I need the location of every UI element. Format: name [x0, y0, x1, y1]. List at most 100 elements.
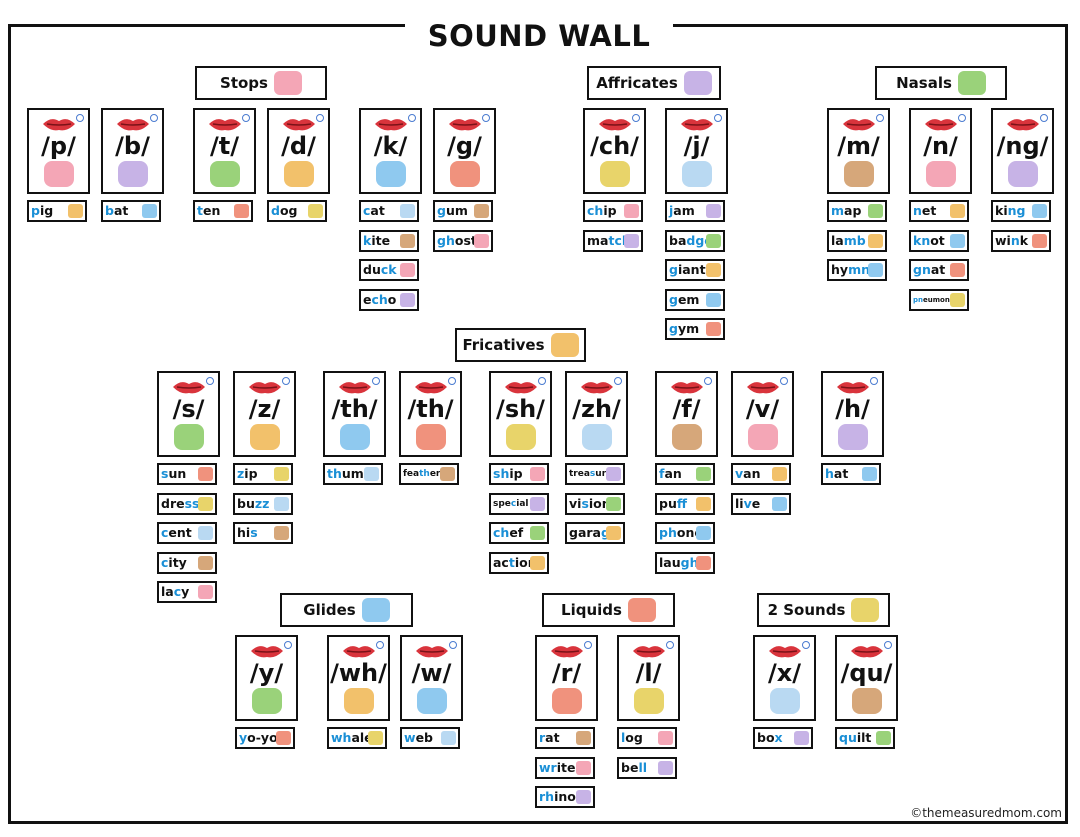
word-tile[interactable]: knot [909, 229, 969, 252]
word-tile[interactable]: puff [655, 492, 715, 515]
word-tile[interactable]: city [157, 551, 217, 574]
sound-card[interactable]: /qu/ [835, 635, 898, 721]
sound-card[interactable]: /ng/ [991, 108, 1054, 194]
sound-card[interactable]: /f/ [655, 371, 718, 457]
word-tile[interactable]: chip [583, 200, 643, 222]
word-tile[interactable]: thumb [323, 463, 383, 485]
sound-card[interactable]: /r/ [535, 635, 598, 721]
word-tile[interactable]: dog [267, 200, 327, 222]
queen-icon [851, 688, 882, 714]
cent-icon [198, 526, 213, 540]
rhino-icon [576, 790, 591, 804]
word-tile[interactable]: cent [157, 522, 217, 544]
word-tile[interactable]: garage [565, 522, 625, 544]
sound-card[interactable]: /g/ [433, 108, 496, 194]
word-tile[interactable]: box [753, 727, 813, 749]
word-spelling: zz [254, 495, 270, 511]
word-tile[interactable]: wink [991, 229, 1051, 252]
word-tile[interactable]: lamb [827, 229, 887, 252]
sound-card[interactable]: /wh/ [327, 635, 390, 721]
sound-card[interactable]: /b/ [101, 108, 164, 194]
sound-card[interactable]: /zh/ [565, 371, 628, 457]
word-tile[interactable]: rhino [535, 786, 595, 808]
audio-dot-icon [714, 114, 722, 122]
word-tile[interactable]: sun [157, 463, 217, 485]
word-tile[interactable]: van [731, 463, 791, 485]
sound-label: /r/ [551, 659, 582, 687]
sound-card[interactable]: /w/ [400, 635, 463, 721]
word-tile[interactable]: ghost [433, 229, 493, 252]
sound-card[interactable]: /sh/ [489, 371, 552, 457]
word-tile[interactable]: buzz [233, 492, 293, 515]
sound-card[interactable]: /x/ [753, 635, 816, 721]
word-tile[interactable]: web [400, 727, 460, 749]
lips-icon [579, 379, 615, 395]
sound-card[interactable]: /h/ [821, 371, 884, 457]
word-tile[interactable]: net [909, 200, 969, 222]
sound-card[interactable]: /y/ [235, 635, 298, 721]
word-tile[interactable]: giant [665, 259, 725, 281]
word-tile[interactable]: duck [359, 259, 419, 281]
word-tile[interactable]: quilt [835, 727, 895, 749]
word-tile[interactable]: ship [489, 463, 549, 485]
word-tile[interactable]: live [731, 492, 791, 515]
word-tile[interactable]: jam [665, 200, 725, 222]
word-tile[interactable]: rat [535, 727, 595, 749]
word-tile[interactable]: hat [821, 463, 881, 485]
word-tile[interactable]: gem [665, 288, 725, 311]
word-tile[interactable]: dress [157, 492, 217, 515]
word-tile[interactable]: special [489, 492, 549, 515]
word-tile[interactable]: chef [489, 522, 549, 544]
word-tile[interactable]: action [489, 551, 549, 574]
word-tile[interactable]: bat [101, 200, 161, 222]
word-tile[interactable]: whale [327, 727, 387, 749]
sound-card[interactable]: /l/ [617, 635, 680, 721]
word-tile[interactable]: gnat [909, 259, 969, 281]
sound-card[interactable]: /th/ [399, 371, 462, 457]
sound-card[interactable]: /ch/ [583, 108, 646, 194]
sound-card[interactable]: /k/ [359, 108, 422, 194]
word-tile[interactable]: vision [565, 492, 625, 515]
net-icon [950, 204, 965, 218]
word-tile[interactable]: cat [359, 200, 419, 222]
word-prefix: pu [659, 495, 677, 511]
word-tile[interactable]: pneumonia [909, 288, 969, 311]
word-suffix: at [833, 466, 849, 481]
word-tile[interactable]: phone [655, 522, 715, 544]
sound-card[interactable]: /th/ [323, 371, 386, 457]
word-tile[interactable]: log [617, 727, 677, 749]
word-tile[interactable]: hymn [827, 259, 887, 281]
word-tile[interactable]: king [991, 200, 1051, 222]
word-tile[interactable]: match [583, 229, 643, 252]
sound-card[interactable]: /d/ [267, 108, 330, 194]
sound-card[interactable]: /p/ [27, 108, 90, 194]
sound-card[interactable]: /j/ [665, 108, 728, 194]
word-tile[interactable]: yo-yo [235, 727, 295, 749]
word-tile[interactable]: badge [665, 229, 725, 252]
word-tile[interactable]: map [827, 200, 887, 222]
word-suffix: et [921, 203, 937, 218]
word-tile[interactable]: fan [655, 463, 715, 485]
audio-dot-icon [1040, 114, 1048, 122]
word-tile[interactable]: bell [617, 756, 677, 779]
word-tile[interactable]: pig [27, 200, 87, 222]
word-tile[interactable]: write [535, 756, 595, 779]
word-tile[interactable]: treasure [565, 463, 625, 485]
sound-card[interactable]: /t/ [193, 108, 256, 194]
sound-card[interactable]: /s/ [157, 371, 220, 457]
word-tile[interactable]: echo [359, 288, 419, 311]
word-tile[interactable]: lacy [157, 581, 217, 603]
sound-card[interactable]: /n/ [909, 108, 972, 194]
word-tile[interactable]: feather [399, 463, 459, 485]
word-tile[interactable]: zip [233, 463, 293, 485]
word-tile[interactable]: laugh [655, 551, 715, 574]
sound-card[interactable]: /m/ [827, 108, 890, 194]
horse-icon [837, 424, 868, 450]
word-tile[interactable]: ten [193, 200, 253, 222]
sound-card[interactable]: /v/ [731, 371, 794, 457]
word-tile[interactable]: his [233, 522, 293, 544]
word-tile[interactable]: kite [359, 229, 419, 252]
word-tile[interactable]: gym [665, 318, 725, 340]
sound-card[interactable]: /z/ [233, 371, 296, 457]
word-tile[interactable]: gum [433, 200, 493, 222]
